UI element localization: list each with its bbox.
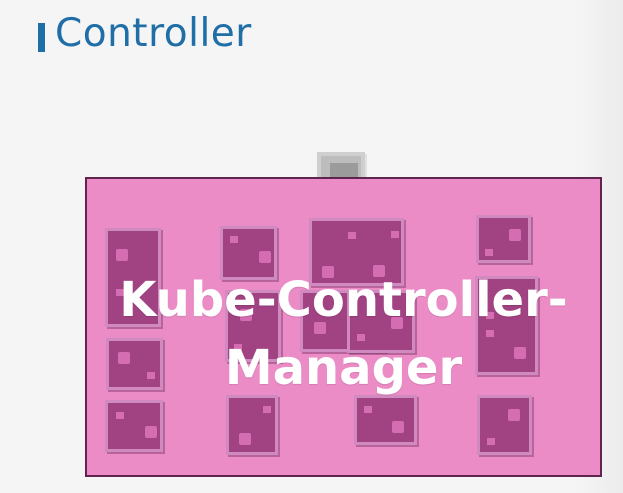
node-marker (486, 312, 494, 319)
node-marker (486, 330, 494, 337)
slide-title: Controller (55, 11, 252, 56)
controller-node-13 (477, 395, 532, 455)
node-dot (508, 409, 520, 421)
node-marker (116, 289, 124, 296)
controller-node-10 (105, 400, 163, 452)
controller-node-12 (354, 395, 417, 445)
node-dot (116, 249, 128, 261)
node-marker (391, 231, 399, 238)
node-marker (147, 372, 155, 379)
controller-node-5 (225, 290, 281, 362)
node-marker (487, 438, 495, 445)
node-marker (485, 249, 493, 256)
node-marker (263, 406, 271, 413)
label-line-1: Kube-Controller- (119, 272, 568, 328)
node-marker (348, 232, 356, 239)
controller-node-9 (106, 338, 163, 390)
node-dot (239, 433, 251, 445)
controller-node-8 (475, 276, 538, 375)
controller-node-11 (226, 395, 278, 455)
controller-node-3 (309, 218, 404, 286)
node-dot (240, 309, 252, 321)
controller-node-1 (105, 228, 161, 327)
node-marker (116, 412, 124, 419)
node-dot (322, 266, 334, 278)
label-line-2: Manager (224, 340, 463, 396)
controller-node-7 (347, 290, 415, 353)
node-dot (373, 265, 385, 277)
title-accent-bar (38, 22, 45, 52)
node-marker (230, 236, 238, 243)
node-marker (364, 406, 372, 413)
kube-controller-manager-box (85, 177, 602, 477)
controller-node-4 (476, 215, 531, 263)
node-marker (357, 334, 365, 341)
slide-title-group: Controller (38, 10, 252, 58)
node-dot (391, 317, 403, 329)
controller-node-2 (220, 226, 277, 280)
kube-controller-manager-label: Kube-Controller- Manager (85, 266, 602, 402)
node-dot (514, 347, 526, 359)
node-dot (118, 352, 130, 364)
node-dot (314, 322, 326, 334)
node-marker (234, 344, 242, 351)
node-dot (392, 421, 404, 433)
node-dot (509, 229, 521, 241)
node-dot (259, 251, 271, 263)
node-dot (145, 426, 157, 438)
